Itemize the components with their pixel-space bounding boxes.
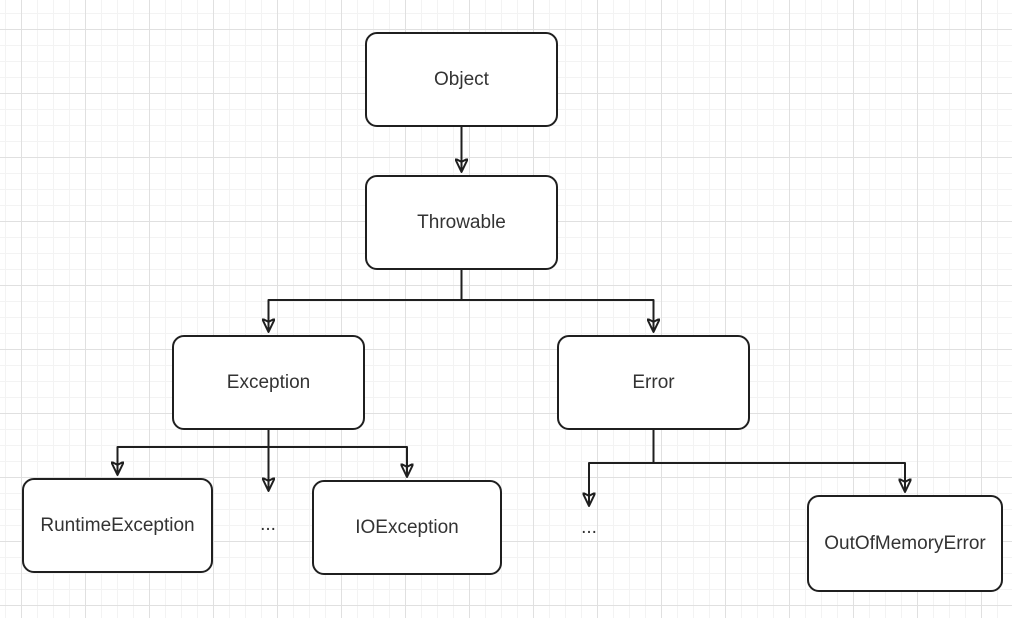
edge-exception-runtimeexception[interactable] — [118, 430, 270, 474]
edge-exception-ioexception[interactable] — [267, 430, 408, 476]
node-error[interactable]: Error — [557, 335, 750, 430]
node-throwable[interactable]: Throwable — [365, 175, 558, 270]
node-object[interactable]: Object — [365, 32, 558, 127]
node-throwable-label: Throwable — [417, 211, 506, 233]
edge-error-outofmemoryerror[interactable] — [652, 430, 906, 491]
node-error-label: Error — [632, 371, 675, 393]
node-error-ellipsis: ... — [581, 517, 597, 538]
node-exception[interactable]: Exception — [172, 335, 365, 430]
node-out-of-memory-error-label: OutOfMemoryError — [824, 532, 986, 554]
node-runtime-exception-label: RuntimeException — [40, 514, 195, 536]
node-runtime-exception[interactable]: RuntimeException — [22, 478, 213, 573]
node-object-label: Object — [434, 68, 489, 90]
node-io-exception[interactable]: IOException — [312, 480, 502, 575]
node-exception-label: Exception — [226, 371, 311, 393]
edge-error-ellipsis[interactable] — [589, 430, 655, 505]
node-exception-ellipsis: ... — [260, 514, 276, 535]
node-out-of-memory-error[interactable]: OutOfMemoryError — [807, 495, 1003, 592]
edge-throwable-error[interactable] — [460, 270, 654, 331]
edge-throwable-exception[interactable] — [269, 270, 463, 331]
node-io-exception-label: IOException — [355, 516, 459, 538]
